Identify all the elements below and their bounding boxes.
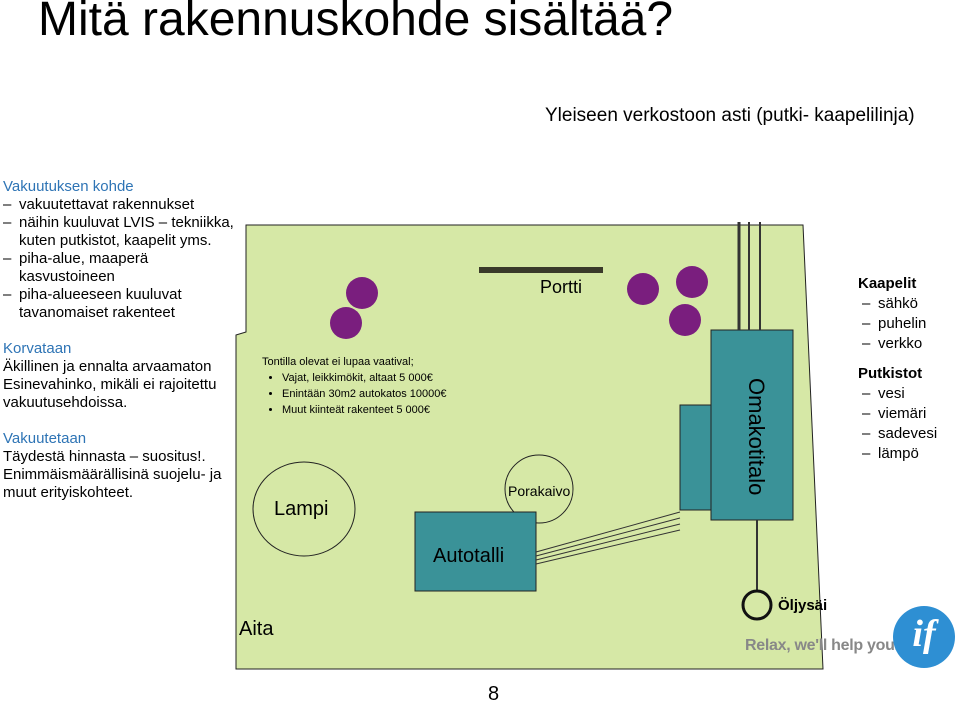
permit-free-item: Muut kiinteät rakenteet 5 000€ [282,402,447,418]
page-subtitle: Yleiseen verkostoon asti (putki- kaapeli… [545,105,915,126]
cable-item: puhelin [858,314,960,334]
property-diagram-svg: Lampi Portti Porakaivo Autotalli Omakoti… [235,222,828,670]
compensated-text: Äkillinen ja ennalta arvaamaton Esinevah… [3,358,217,411]
well-label: Porakaivo [508,483,570,499]
pipes-heading: Putkistot [858,365,923,382]
page-title: Mitä rakennuskohde sisältää? [38,0,674,46]
tree [676,266,708,298]
permit-free-item: Vajat, leikkimökit, altaat 5 000€ [282,370,447,386]
yard-area [235,224,824,670]
permit-free-item: Enintään 30m2 autokatos 10000€ [282,386,447,402]
pipe-item: sadevesi [858,424,960,444]
drilled-well [504,454,574,524]
brand-slogan: Relax, we'll help you. [745,637,899,654]
pipe-line [535,511,681,553]
compensated-heading: Korvataan [3,340,72,357]
property-diagram: Lampi Portti Porakaivo Autotalli Omakoti… [233,222,828,672]
right-legend: Kaapelit sähkö puhelin verkko Putkistot … [858,274,960,464]
house [710,329,794,521]
pipe-item: viemäri [858,404,960,424]
tree [669,304,701,336]
logo-text: if [912,613,936,655]
tree [346,277,378,309]
fence-label: Aita [239,618,274,640]
pond-label: Lampi [274,498,328,520]
oil-tank-label: Öljysäiliö [778,597,828,614]
pipe-line [535,517,681,557]
cables-heading: Kaapelit [858,275,917,292]
pipe-line [535,529,681,565]
left-description: Vakuutuksen kohde vakuutettavat rakennuk… [3,178,248,502]
if-logo: if [893,606,955,668]
garage-label: Autotalli [433,545,504,567]
insured-text-2: Enimmäismäärällisinä suojelu- ja muut er… [3,466,222,501]
tree [330,307,362,339]
permit-free-intro: Tontilla olevat ei lupaa vaatival; [262,356,414,368]
insurance-object-item: piha-alue, maaperä kasvustoineen [3,250,248,286]
insurance-object-item: vakuutettavat rakennukset [3,196,248,214]
pipe-item: vesi [858,384,960,404]
gate-label: Portti [540,277,582,297]
house-label: Omakotitalo [744,378,769,495]
insured-heading: Vakuutetaan [3,430,87,447]
permit-free-note: Tontilla olevat ei lupaa vaatival; Vajat… [262,354,447,418]
pipe-item: lämpö [858,444,960,464]
permit-free-list: Vajat, leikkimökit, altaat 5 000€ Enintä… [262,370,447,418]
gate-bar [479,267,603,273]
page-number: 8 [488,683,500,705]
tree [627,273,659,305]
pond [252,461,356,557]
cable-item: verkko [858,334,960,354]
cable-item: sähkö [858,294,960,314]
insurance-object-item: näihin kuuluvat LVIS – tekniikka, kuten … [3,214,248,250]
pipe-line [535,523,681,561]
insurance-object-item: piha-alueeseen kuuluvat tavanomaiset rak… [3,286,248,322]
garage [414,511,537,592]
insurance-object-heading: Vakuutuksen kohde [3,178,134,195]
insured-text-1: Täydestä hinnasta – suositus!. [3,448,206,465]
oil-tank [741,589,773,621]
